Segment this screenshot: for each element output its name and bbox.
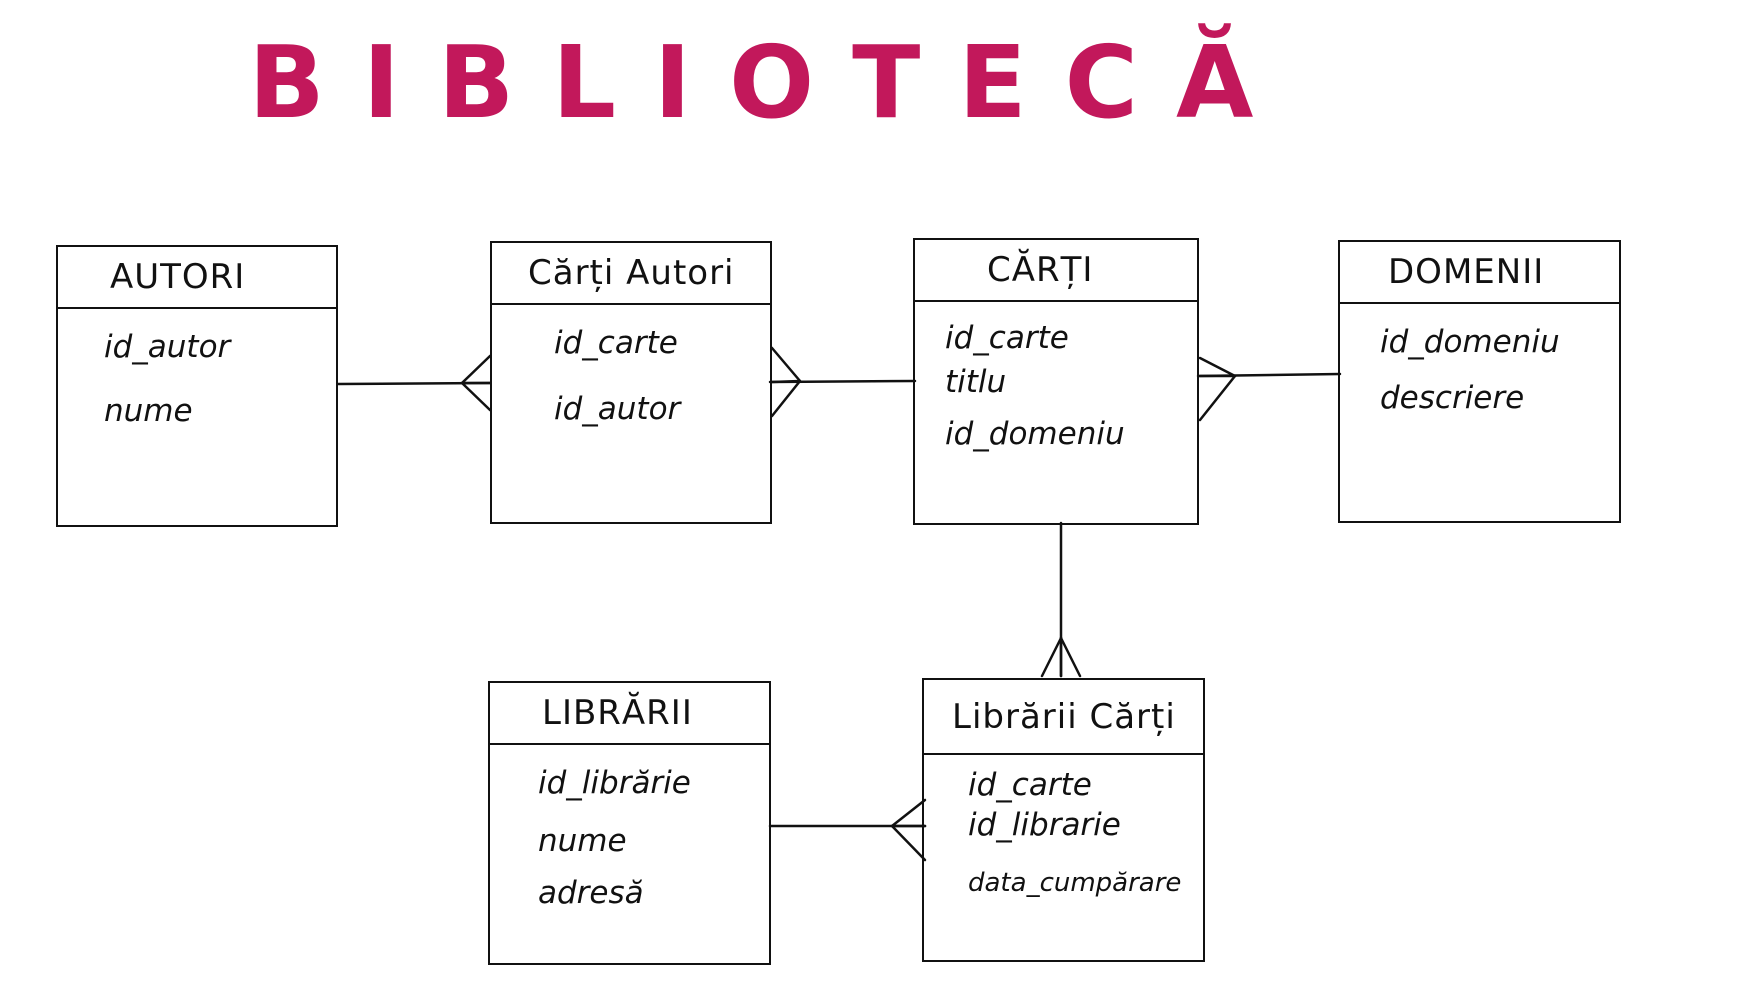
entity-header: CĂRȚI <box>915 240 1197 302</box>
diagram-title: BIBLIOTECĂ <box>248 24 1292 141</box>
entity-name: LIBRĂRII <box>542 693 693 733</box>
entity-name: DOMENII <box>1388 252 1545 292</box>
entity-header: AUTORI <box>58 247 336 309</box>
attribute: id_librarie <box>968 807 1121 843</box>
attribute: id_domeniu <box>1380 324 1560 360</box>
entity-name: Librării Cărți <box>952 696 1176 737</box>
attribute: id_carte <box>968 767 1092 803</box>
entity-header: Cărți Autori <box>492 243 770 305</box>
relation-carti-domenii <box>1196 356 1342 422</box>
attribute: nume <box>538 823 627 859</box>
relation-carti-autori-carti <box>768 346 917 418</box>
entity-domenii: DOMENII id_domeniu descriere <box>1338 240 1621 523</box>
entity-carti: CĂRȚI id_carte titlu id_domeniu <box>913 238 1199 525</box>
entity-name: Cărți Autori <box>528 253 735 293</box>
attribute: titlu <box>945 364 1007 400</box>
relation-carti-librarii-carti <box>1040 521 1082 678</box>
attribute: id_autor <box>104 329 231 365</box>
attribute: adresă <box>538 875 644 911</box>
attribute: data_cumpărare <box>968 868 1182 898</box>
entity-carti-autori: Cărți Autori id_carte id_autor <box>490 241 772 524</box>
entity-librarii: LIBRĂRII id_librărie nume adresă <box>488 681 771 965</box>
entity-librarii-carti: Librării Cărți id_carte id_librarie data… <box>922 678 1205 962</box>
attribute: id_carte <box>945 320 1069 356</box>
entity-name: AUTORI <box>110 257 246 297</box>
entity-header: DOMENII <box>1340 242 1619 304</box>
entity-name: CĂRȚI <box>987 250 1094 290</box>
attribute: id_librărie <box>538 765 691 801</box>
entity-autori: AUTORI id_autor nume <box>56 245 338 527</box>
relation-autori-carti-autori <box>336 354 492 412</box>
attribute: descriere <box>1380 380 1525 416</box>
entity-header: LIBRĂRII <box>490 683 769 745</box>
entity-header: Librării Cărți <box>924 680 1203 755</box>
attribute: nume <box>104 393 193 429</box>
relation-librarii-librarii-carti <box>768 798 927 862</box>
attribute: id_autor <box>554 391 681 427</box>
attribute: id_domeniu <box>945 416 1125 452</box>
attribute: id_carte <box>554 325 678 361</box>
